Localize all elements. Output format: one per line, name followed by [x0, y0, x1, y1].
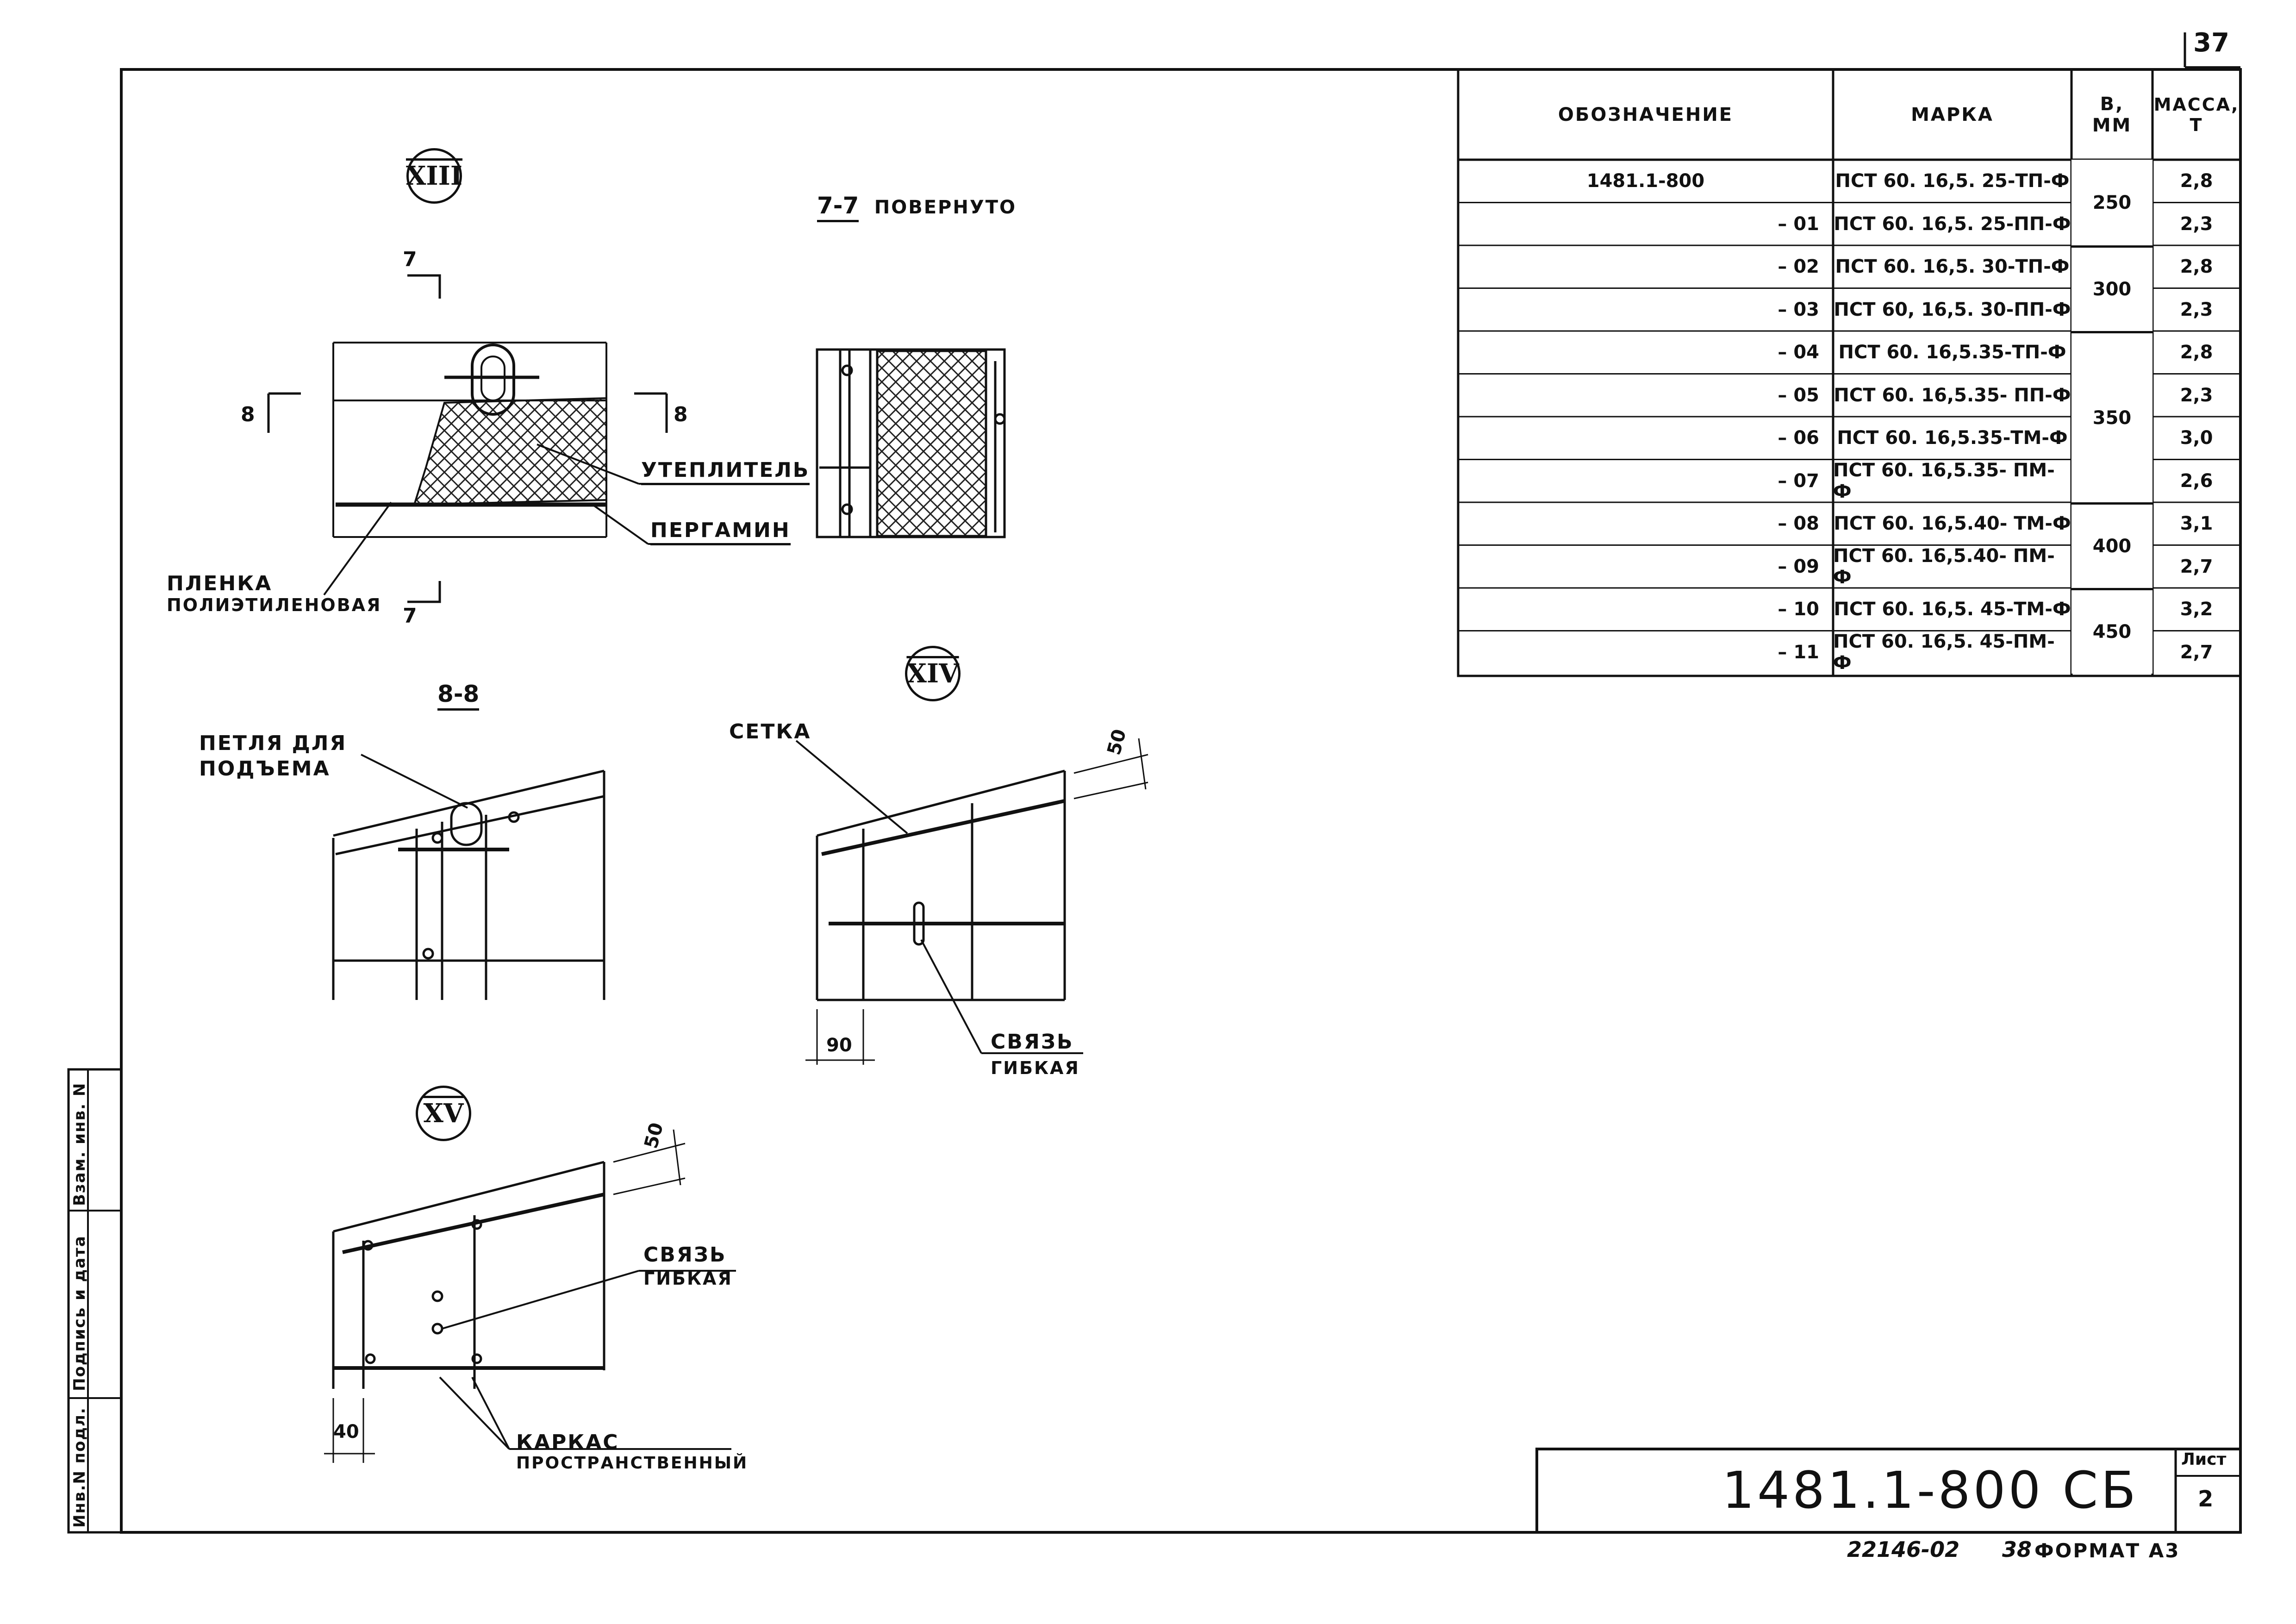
table-cell-width: 400	[2071, 502, 2152, 588]
label-pergamin: Пергамин	[650, 518, 791, 545]
table-cell-mass: 2,8	[2180, 256, 2213, 278]
marker-7-bottom: 7	[403, 604, 417, 628]
table-cell-mark: ПСТ 60. 16,5.35-ТП-Ф	[1838, 342, 2066, 363]
side-stamp-sign-date: Подпись и дата	[70, 1235, 89, 1391]
table-cell-designation: – 06	[1778, 427, 1819, 449]
table-cell-mark: ПСТ 60. 16,5. 45-ТМ-Ф	[1834, 599, 2071, 620]
table-cell-mark: ПСТ 60, 16,5. 30-ПП-Ф	[1834, 299, 2071, 320]
table-cell-designation: – 05	[1778, 384, 1819, 406]
label-flex-tie-xv-line1: Связь	[643, 1243, 727, 1267]
header-designation: Обозначение	[1558, 104, 1734, 125]
detail-xiv-marker: XIV	[905, 646, 961, 701]
cut-8-8-title: 8-8	[437, 681, 480, 711]
table-cell-designation: – 08	[1778, 513, 1819, 535]
table-cell-width: 300	[2071, 245, 2152, 331]
title-block-box	[1535, 1448, 2242, 1534]
table-cell-designation: – 03	[1778, 299, 1819, 320]
label-lift-loop-line2: подъема	[199, 757, 331, 781]
table-cell-mark: ПСТ 60. 16,5.40- ТМ-Ф	[1834, 513, 2071, 535]
table-cell-mass: 2,7	[2180, 556, 2213, 577]
table-cell-designation: 1481.1-800	[1586, 170, 1705, 192]
copy-number: 38	[2002, 1537, 2032, 1562]
header-mass: Масса, т	[2153, 94, 2240, 135]
dim-90: 90	[826, 1035, 852, 1056]
detail-xv-marker: XV	[416, 1086, 471, 1141]
detail-xiii-marker: XIII	[406, 148, 462, 204]
table-cell-mass: 2,7	[2180, 641, 2213, 663]
table-cell-mark: ПСТ 60. 16,5. 25-ПП-Ф	[1834, 213, 2071, 235]
dim-40: 40	[333, 1421, 359, 1443]
marker-8-left: 8	[241, 403, 255, 426]
side-stamp-box	[67, 1068, 123, 1534]
label-insulation: Утеплитель	[641, 458, 810, 485]
table-cell-designation: – 02	[1778, 256, 1819, 278]
table-cell-designation: – 01	[1778, 213, 1819, 235]
side-stamp-vzam-inv: Взам. инв. N	[70, 1082, 89, 1206]
label-mesh: Сетка	[729, 720, 811, 743]
format-label: Формат А3	[2034, 1539, 2180, 1562]
table-cell-designation: – 07	[1778, 470, 1819, 492]
sheet-number: 2	[2198, 1486, 2214, 1512]
sheet-label: Лист	[2181, 1450, 2227, 1469]
label-film-line1: Пленка	[167, 572, 273, 595]
header-mark: Марка	[1911, 104, 1994, 125]
section-7-7-insulation	[876, 350, 987, 537]
table-cell-width: 450	[2071, 588, 2152, 674]
table-cell-designation: – 04	[1778, 342, 1819, 363]
table-cell-mass: 3,0	[2180, 427, 2213, 449]
table-cell-mark: ПСТ 60. 16,5. 25-ТП-Ф	[1835, 170, 2070, 192]
label-lift-loop-line1: Петля для	[199, 731, 347, 755]
table-cell-mark: ПСТ 60. 16,5. 30-ТП-Ф	[1835, 256, 2070, 278]
marker-8-right: 8	[674, 403, 688, 426]
table-cell-designation: – 11	[1778, 641, 1819, 663]
side-stamp-inv-podl: Инв.N подл.	[70, 1407, 89, 1528]
marker-7-top: 7	[403, 248, 417, 271]
insulation-hatch	[413, 397, 607, 506]
table-cell-mark: ПСТ 60. 16,5.40- ПМ-Ф	[1833, 545, 2055, 588]
archive-number: 22146-02	[1847, 1537, 1960, 1562]
label-flex-tie-xiv-line1: Связь	[991, 1030, 1074, 1054]
table-cell-designation: – 10	[1778, 599, 1819, 620]
table-cell-mass: 2,3	[2180, 299, 2213, 320]
header-width: В, мм	[2092, 93, 2132, 136]
table-cell-mass: 2,3	[2180, 384, 2213, 406]
page-number: 37	[2193, 28, 2229, 58]
spec-table: Обозначение Марка В, мм Масса, т 1481.1-…	[1458, 69, 2240, 676]
table-cell-mark: ПСТ 60. 16,5.35-ТМ-Ф	[1837, 427, 2068, 449]
drawing-frame	[120, 68, 2242, 1534]
table-cell-mass: 3,1	[2180, 513, 2213, 535]
table-cell-mark: ПСТ 60. 16,5.35- ПМ-Ф	[1833, 459, 2055, 502]
label-flex-tie-xiv-line2: гибкая	[991, 1058, 1080, 1078]
table-cell-mass: 2,8	[2180, 170, 2213, 192]
table-cell-mass: 2,3	[2180, 213, 2213, 235]
label-film-line2: полиэтиленовая	[167, 595, 382, 615]
table-cell-width: 250	[2071, 160, 2152, 245]
table-cell-mass: 2,8	[2180, 342, 2213, 363]
label-frame-line1: Каркас	[516, 1430, 619, 1454]
table-cell-mark: ПСТ 60. 16,5.35- ПП-Ф	[1834, 384, 2071, 406]
table-cell-width: 350	[2071, 331, 2152, 502]
table-cell-designation: – 09	[1778, 556, 1819, 577]
table-cell-mass: 3,2	[2180, 599, 2213, 620]
table-cell-mark: ПСТ 60. 16,5. 45-ПМ-Ф	[1833, 631, 2055, 674]
table-cell-mass: 2,6	[2180, 470, 2213, 492]
label-flex-tie-xv-line2: гибкая	[643, 1268, 733, 1289]
drawing-code: 1481.1-800 СБ	[1722, 1461, 2139, 1520]
cut-7-7-title: 7-7 повернуто	[817, 192, 1017, 222]
label-frame-line2: пространственный	[516, 1454, 749, 1473]
